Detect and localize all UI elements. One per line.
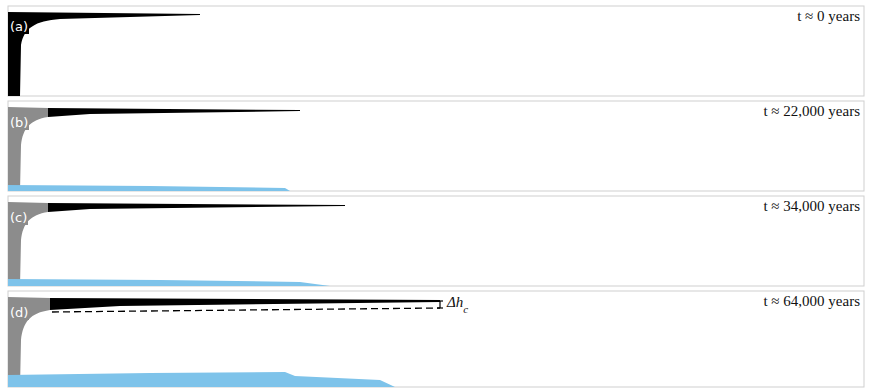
- dimension-bracket: [437, 300, 443, 301]
- panel-label: (c): [9, 211, 28, 225]
- ice-shelf: [48, 108, 300, 117]
- time-label: t ≈ 64,000 years: [763, 293, 860, 310]
- time-label: t ≈ 22,000 years: [763, 103, 860, 120]
- time-label: t ≈ 0 years: [797, 8, 860, 25]
- ice-shelf: [50, 298, 440, 310]
- panel-frame: [8, 101, 864, 191]
- blue-layer: [8, 372, 395, 387]
- dashed-reference-line: [52, 308, 440, 312]
- grey-ice: [8, 107, 48, 191]
- panel-frame: [8, 196, 864, 286]
- panel-frame: [8, 6, 864, 96]
- panel-label: (a): [9, 20, 29, 34]
- grey-ice: [8, 297, 50, 387]
- dimension-label: Δh: [447, 294, 463, 311]
- panel-frame: [8, 291, 864, 387]
- ice-shelf: [48, 203, 345, 212]
- grey-ice: [8, 202, 48, 286]
- blue-layer: [8, 185, 290, 191]
- dimension-bracket: [437, 307, 443, 308]
- panel-label: (d): [9, 306, 29, 320]
- dimension-bracket: [439, 301, 440, 308]
- dimension-subscript: c: [463, 303, 468, 315]
- panel-label: (b): [9, 116, 29, 130]
- time-label: t ≈ 34,000 years: [763, 198, 860, 215]
- ice-shelf: [8, 12, 200, 96]
- blue-layer: [8, 279, 330, 286]
